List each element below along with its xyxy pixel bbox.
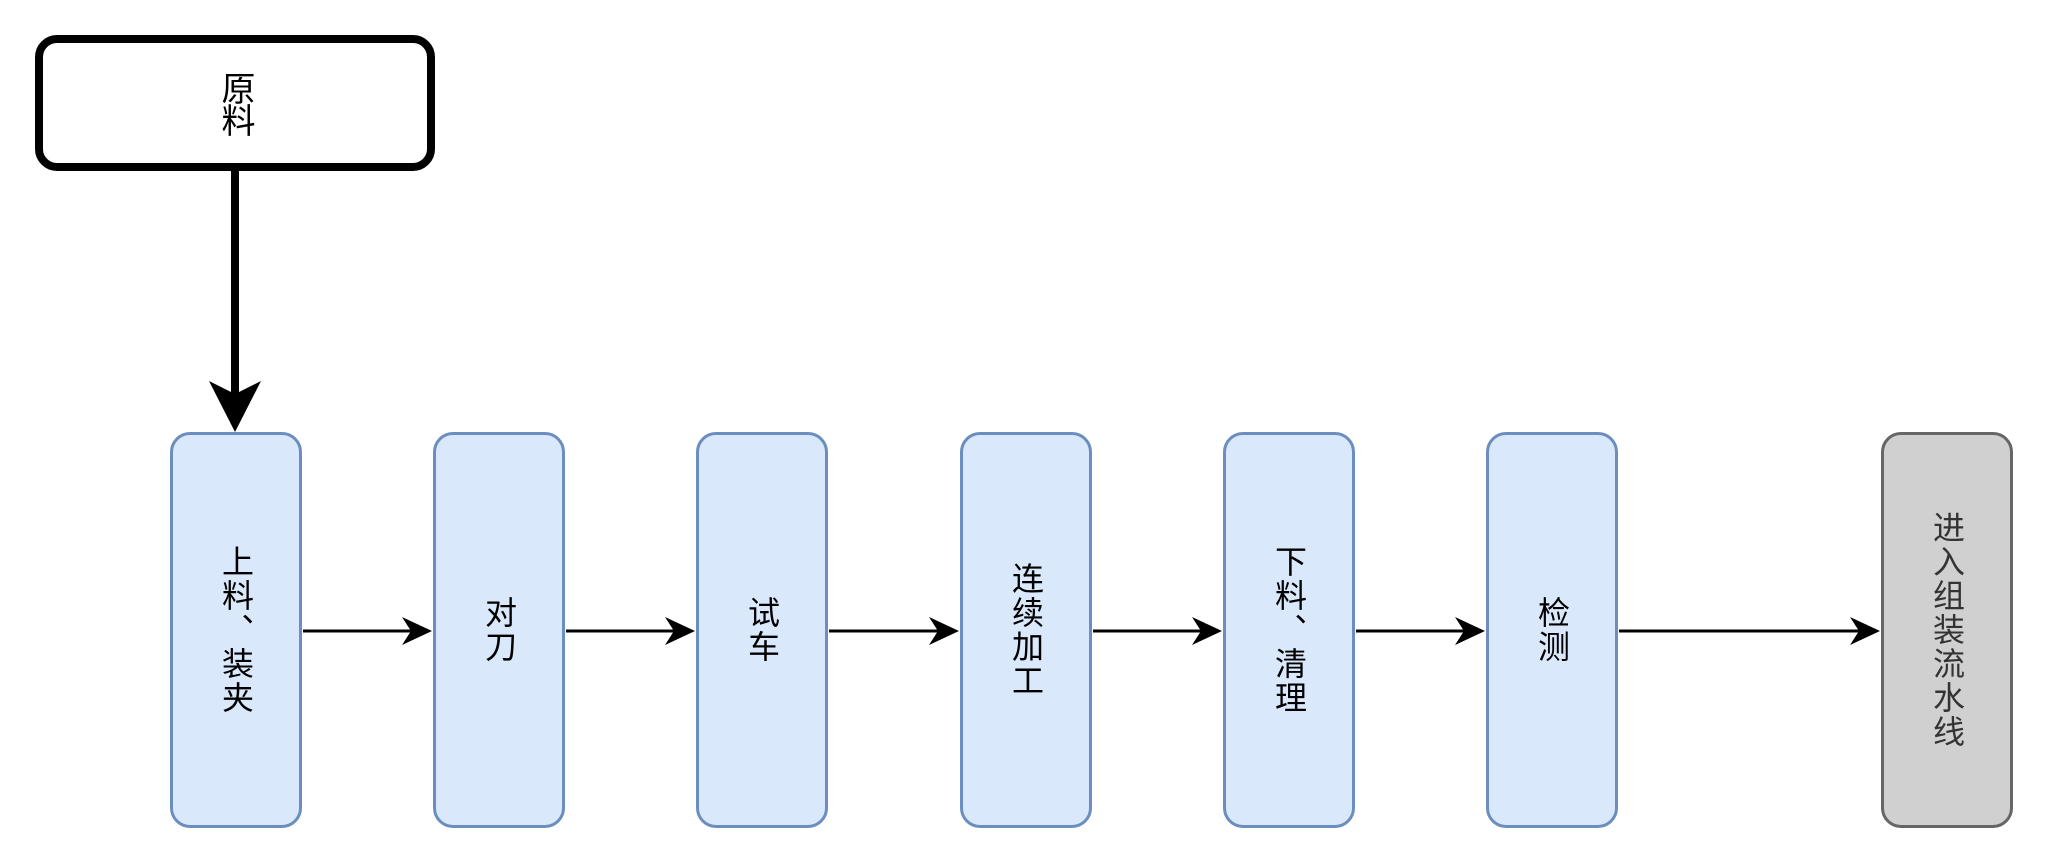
step-label: 上料、装夹: [217, 545, 255, 715]
step-label: 进入组装流水线: [1928, 511, 1966, 749]
arrow-step-2-to-3: [566, 617, 695, 645]
step-label: 对刀: [480, 596, 518, 664]
step-tool-setting[interactable]: 对刀: [433, 432, 565, 828]
arrow-step-4-to-5: [1093, 617, 1222, 645]
arrow-step-3-to-4: [829, 617, 959, 645]
step-label: 下料、清理: [1270, 545, 1308, 715]
arrow-step-5-to-6: [1356, 617, 1485, 645]
source-label: 原料: [215, 71, 255, 135]
step-label: 试车: [743, 596, 781, 664]
step-assembly-line[interactable]: 进入组装流水线: [1881, 432, 2013, 828]
arrow-source-to-step-1: [209, 171, 261, 432]
step-trial-run[interactable]: 试车: [696, 432, 828, 828]
arrow-step-6-to-7: [1619, 617, 1880, 645]
step-label: 连续加工: [1007, 562, 1045, 698]
step-inspection[interactable]: 检测: [1486, 432, 1618, 828]
step-loading-clamping[interactable]: 上料、装夹: [170, 432, 302, 828]
step-unloading-cleaning[interactable]: 下料、清理: [1223, 432, 1355, 828]
source-raw-material[interactable]: 原料: [35, 35, 435, 171]
arrow-step-1-to-2: [303, 617, 432, 645]
step-continuous-machining[interactable]: 连续加工: [960, 432, 1092, 828]
step-label: 检测: [1533, 596, 1571, 664]
